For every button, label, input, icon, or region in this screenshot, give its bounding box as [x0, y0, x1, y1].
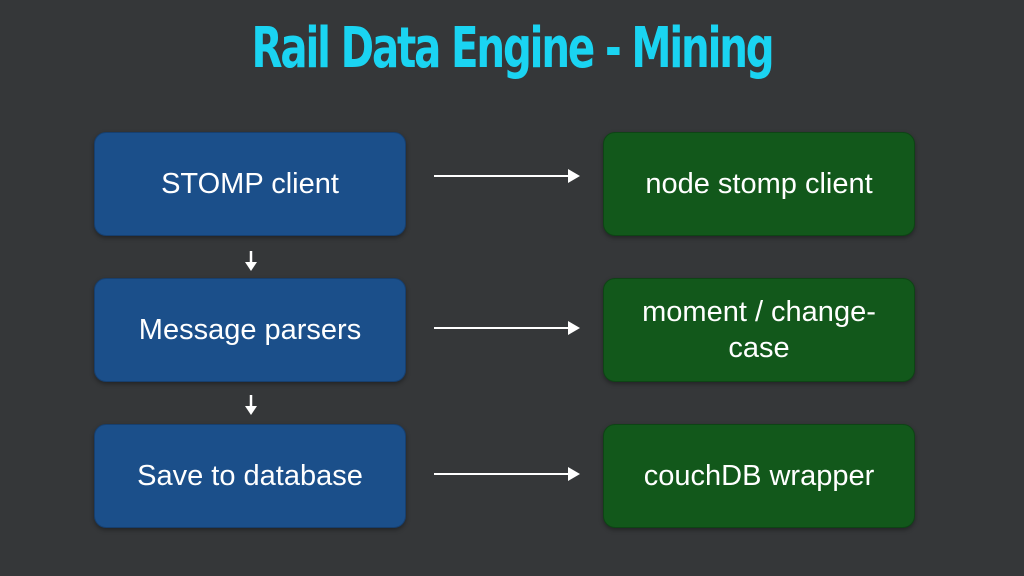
node-stomp-client-box: node stomp client — [603, 132, 915, 236]
save-to-database-box: Save to database — [94, 424, 406, 528]
arrow-right-icon — [434, 169, 580, 183]
node-stomp-client-label: node stomp client — [645, 167, 873, 200]
arrow-down-icon — [245, 251, 257, 271]
couchdb-wrapper-label: couchDB wrapper — [643, 459, 875, 492]
stomp-client-label: STOMP client — [161, 167, 339, 200]
moment-change-case-label: moment / change-case — [642, 295, 876, 364]
message-parsers-label: Message parsers — [138, 313, 362, 346]
message-parsers-box: Message parsers — [94, 278, 406, 382]
arrow-right-icon — [434, 467, 580, 481]
arrow-right-icon — [434, 321, 580, 335]
moment-change-case-box: moment / change-case — [603, 278, 915, 382]
arrow-down-icon — [245, 395, 257, 415]
save-to-database-label: Save to database — [137, 459, 363, 492]
page-title: Rail Data Engine - Mining — [251, 16, 775, 81]
stomp-client-box: STOMP client — [94, 132, 406, 236]
couchdb-wrapper-box: couchDB wrapper — [603, 424, 915, 528]
